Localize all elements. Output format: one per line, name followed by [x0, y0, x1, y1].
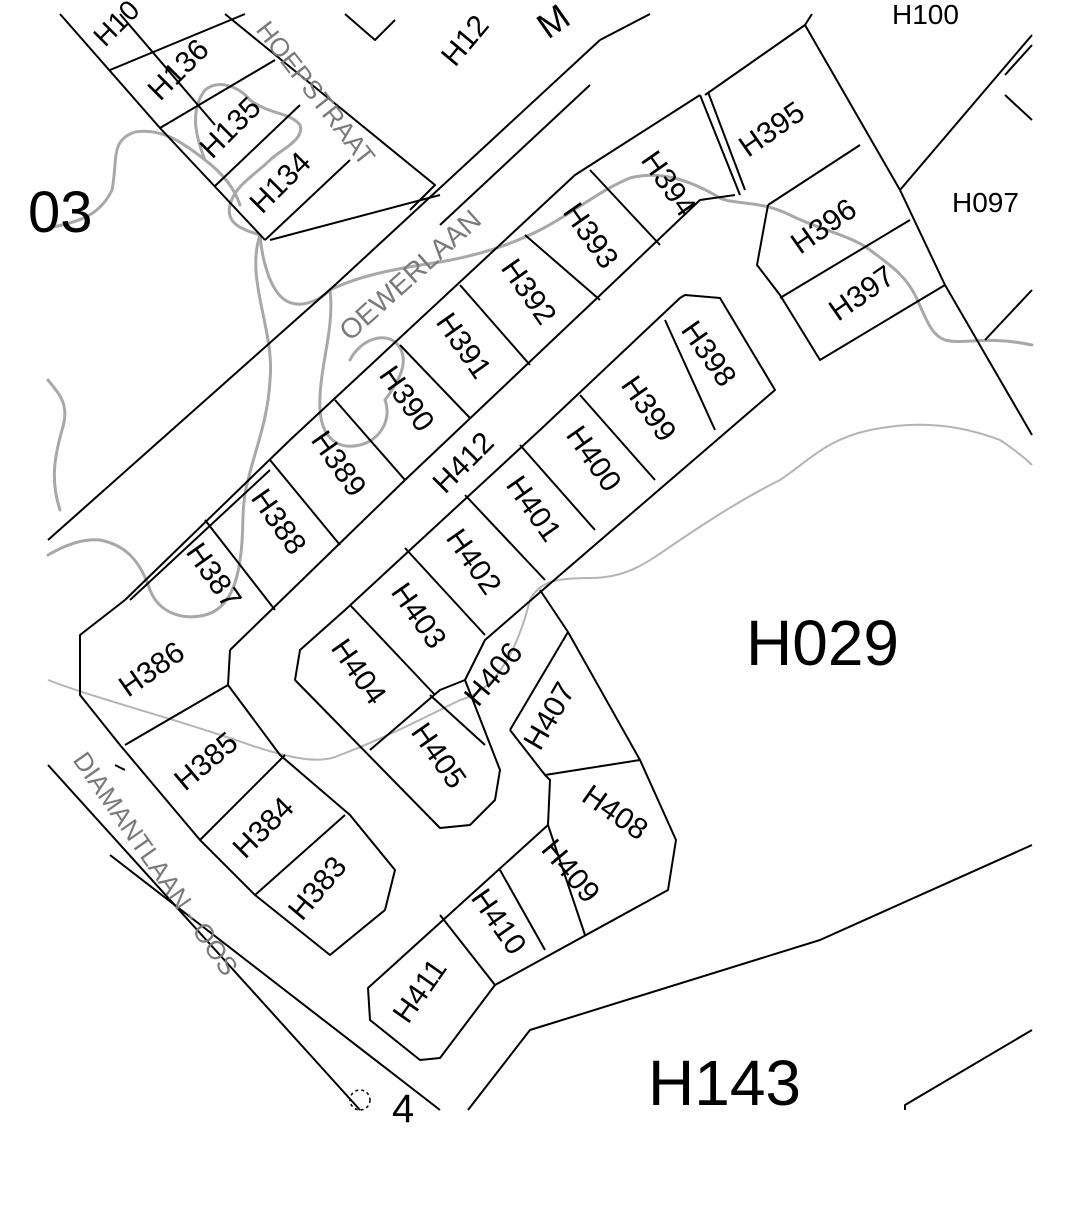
erf-label-h386: H386: [113, 636, 191, 704]
street-label-diamantlaan: DIAMANTLAAN - OOS: [67, 746, 244, 981]
parcel-label-partial-h12: H12: [435, 9, 496, 72]
erf-labels: H136 H135 H134 H395 H396 H397 H394 H393 …: [113, 33, 901, 1029]
erf-label-h396: H396: [785, 193, 863, 261]
erf-label-h400: H400: [559, 420, 627, 498]
erf-label-h402: H402: [439, 523, 507, 601]
erf-label-h411: H411: [387, 953, 454, 1029]
parcel-label-h143: H143: [648, 1047, 801, 1119]
erf-label-h399: H399: [614, 370, 682, 448]
erf-label-h395: H395: [733, 96, 811, 164]
parcel-boundaries: [47, 13, 1033, 1111]
map-canvas: OEWERLAAN HOEPSTRAAT DIAMANTLAAN - OOS H…: [28, 0, 1034, 1131]
erf-label-h405: H405: [404, 717, 472, 795]
erf-label-h388: H388: [244, 483, 312, 561]
erf-label-h136: H136: [142, 33, 216, 107]
erf-label-h409: H409: [535, 833, 606, 909]
erf-label-h398: H398: [674, 315, 742, 393]
parcel-label-partial-top-right: H100: [892, 0, 959, 30]
parcel-label-h029: H029: [746, 607, 899, 679]
parcel-label-partial-03: 03: [28, 180, 93, 245]
parcel-label-partial-4: 4: [392, 1087, 414, 1131]
erf-label-h392: H392: [494, 253, 562, 331]
cadastral-map: OEWERLAAN HOEPSTRAAT DIAMANTLAAN - OOS H…: [28, 0, 1034, 1131]
parcel-label-partial-h10: H10: [87, 0, 145, 52]
parcel-label-h097: H097: [952, 187, 1019, 218]
erf-label-h407: H407: [517, 677, 581, 756]
erf-label-h412: H412: [427, 426, 501, 500]
erf-label-h134: H134: [244, 146, 318, 220]
erf-label-h410: H410: [464, 883, 532, 961]
erf-label-h401: H401: [499, 470, 567, 548]
large-parcel-labels: H029 H143 H097 03 M H12 H10 H100 4: [28, 0, 1019, 1131]
erf-label-h404: H404: [324, 633, 392, 711]
parcel-label-partial-m: M: [529, 0, 577, 47]
street-label-hoepstraat: HOEPSTRAAT: [250, 15, 381, 171]
erf-label-h385: H385: [168, 726, 244, 797]
erf-label-h393: H393: [556, 197, 624, 275]
erf-label-h408: H408: [576, 779, 654, 847]
erf-label-h389: H389: [304, 425, 372, 503]
erf-label-h391: H391: [429, 307, 497, 385]
